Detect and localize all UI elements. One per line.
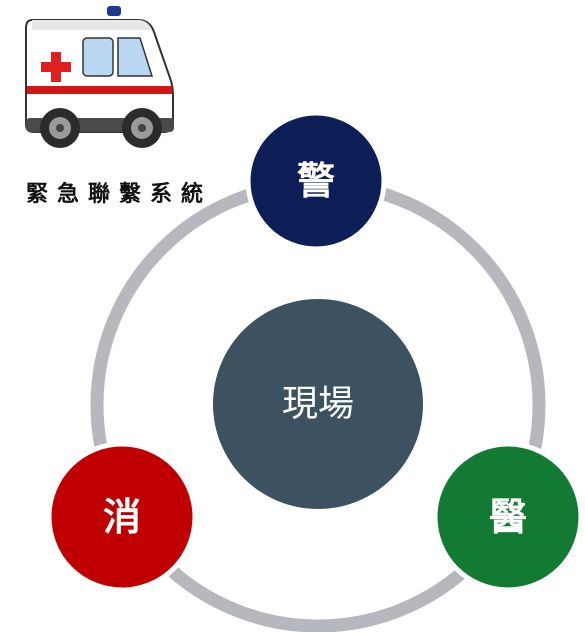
medical-label: 醫 bbox=[489, 495, 527, 539]
fire-node: 消 bbox=[46, 441, 198, 593]
police-label: 警 bbox=[297, 159, 335, 203]
medical-node: 醫 bbox=[432, 441, 584, 593]
system-caption: 緊急聯繫系統 bbox=[26, 182, 213, 207]
center-node: 現場 bbox=[213, 299, 423, 509]
ambulance-icon bbox=[25, 6, 174, 148]
police-node: 警 bbox=[245, 110, 387, 252]
center-label: 現場 bbox=[282, 384, 354, 425]
fire-label: 消 bbox=[103, 495, 141, 539]
